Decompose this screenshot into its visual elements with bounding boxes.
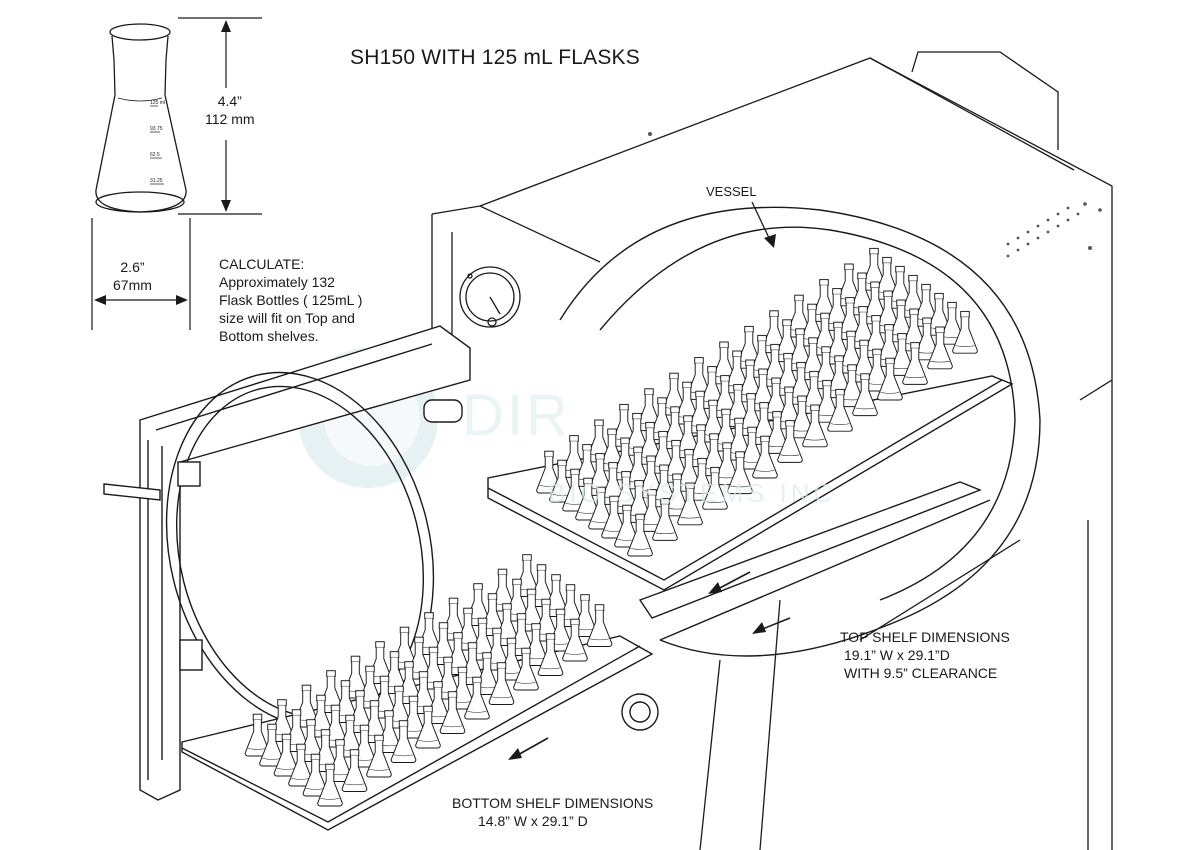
pressure-gauge (459, 266, 521, 328)
height-dimension-label: 4.4” 112 mm (205, 92, 255, 128)
svg-text:93.75: 93.75 (150, 126, 163, 132)
svg-text:125 ml: 125 ml (150, 100, 165, 106)
flask-graduations: 125 ml 93.75 62.5 31.25 (150, 100, 165, 185)
calculate-line-2: Flask Bottles ( 125mL ) (219, 292, 363, 308)
width-dimension-label: 2.6” 67mm (113, 258, 152, 294)
vessel-callout-arrow (751, 201, 776, 248)
svg-text:31.25: 31.25 (150, 178, 163, 184)
top-shelf-size: 19.1” W x 29.1”D (844, 647, 950, 663)
direction-arrows (508, 571, 791, 760)
top-shelf-clearance: WITH 9.5” CLEARANCE (844, 665, 998, 681)
width-inches: 2.6” (120, 259, 145, 275)
calculate-line-4: Bottom shelves. (219, 328, 319, 344)
vent-dots (648, 132, 1102, 258)
large-flask (95, 23, 187, 213)
sterilizer-body (431, 51, 1113, 850)
watermark-subtext: BIO SYSTEMS INC (548, 478, 837, 508)
bottom-shelf-size: 14.8” W x 29.1” D (478, 813, 588, 829)
page-title: SH150 WITH 125 mL FLASKS (350, 46, 640, 69)
width-millimeters: 67mm (113, 277, 152, 293)
width-dimension (91, 218, 191, 330)
bottom-shelf-dimensions: BOTTOM SHELF DIMENSIONS 14.8” W x 29.1” … (452, 794, 653, 830)
top-shelf-heading: TOP SHELF DIMENSIONS (840, 629, 1010, 645)
height-dimension (178, 17, 262, 215)
calculate-note: CALCULATE: Approximately 132 Flask Bottl… (219, 255, 409, 345)
calculate-line-3: size will fit on Top and (219, 310, 355, 326)
top-shelf-dimensions: TOP SHELF DIMENSIONS 19.1” W x 29.1”D WI… (840, 628, 1010, 682)
svg-text:62.5: 62.5 (150, 152, 160, 158)
calculate-heading: CALCULATE: (219, 256, 305, 272)
bottom-shelf-heading: BOTTOM SHELF DIMENSIONS (452, 795, 654, 811)
height-millimeters: 112 mm (205, 111, 255, 127)
vessel-label: VESSEL (706, 184, 757, 199)
calculate-line-1: Approximately 132 (219, 274, 335, 290)
vessel-opening (559, 206, 1041, 731)
watermark-text: DIR (462, 383, 571, 448)
height-inches: 4.4” (217, 93, 242, 109)
